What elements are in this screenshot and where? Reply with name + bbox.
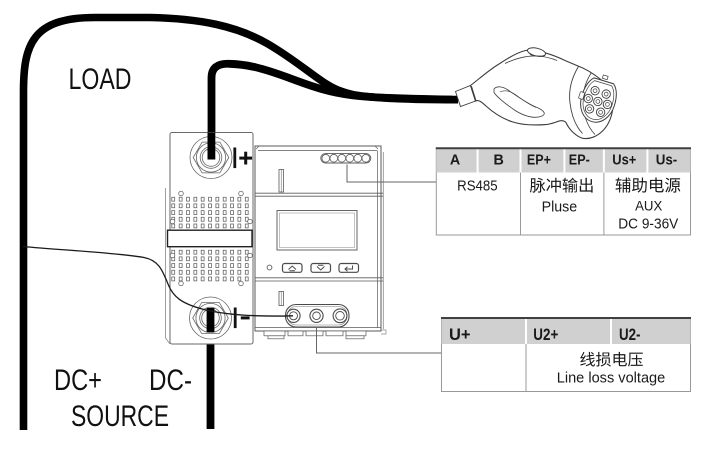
svg-text:LOAD: LOAD [69,63,132,96]
svg-text:DC 9-36V: DC 9-36V [618,217,678,233]
svg-text:B: B [494,152,504,168]
svg-text:Us+: Us+ [612,152,636,168]
svg-text:U+: U+ [449,326,471,344]
svg-text:A: A [450,152,460,168]
svg-text:AUX: AUX [635,199,662,214]
svg-text:U2-: U2- [619,326,641,344]
svg-text:Us-: Us- [656,152,678,168]
svg-text:SOURCE: SOURCE [71,400,169,433]
svg-text:DC-: DC- [149,364,192,397]
svg-text:DC+: DC+ [54,364,102,397]
svg-text:U2+: U2+ [533,326,558,344]
svg-text:EP+: EP+ [527,152,551,168]
svg-text:Line loss voltage: Line loss voltage [557,371,666,387]
svg-text:Pluse: Pluse [542,198,578,215]
svg-text:RS485: RS485 [457,179,498,195]
svg-text:EP-: EP- [569,152,590,168]
